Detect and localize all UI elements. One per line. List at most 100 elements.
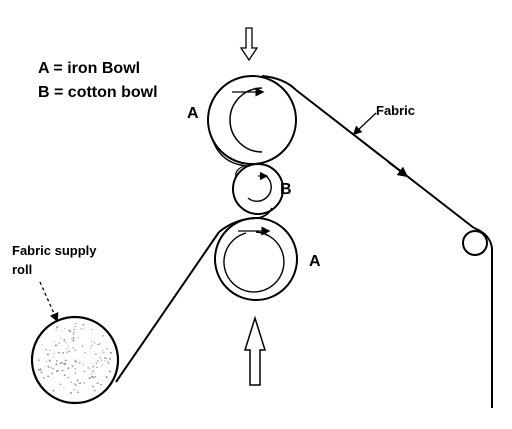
top-iron-bowl: [207, 75, 297, 167]
label-supply-roll-line1: Fabric supply: [12, 243, 97, 258]
speckle-dot: [92, 365, 94, 368]
speckle-dot: [95, 353, 97, 355]
speckle-dot: [69, 391, 72, 395]
speckle-dot: [104, 360, 106, 362]
speckle-dot: [62, 351, 65, 354]
speckle-dot: [61, 330, 63, 332]
speckle-dot: [48, 359, 51, 362]
speckle-dot: [53, 341, 55, 343]
fabric-direction-arrow: [387, 161, 409, 178]
speckle-dot: [67, 376, 70, 379]
speckle-dot: [75, 384, 77, 387]
bottom-iron-bowl: [214, 217, 298, 301]
speckle-dot: [90, 373, 93, 375]
middle-cotton-bowl: [232, 163, 284, 215]
speckle-dot: [82, 364, 85, 366]
speckle-dot: [93, 371, 95, 373]
speckle-dot: [68, 350, 70, 353]
speckle-dot: [78, 361, 81, 364]
speckle-dot: [55, 370, 58, 373]
speckle-dot: [91, 344, 93, 347]
speckle-dot: [41, 343, 43, 346]
speckle-dot: [72, 333, 75, 336]
speckle-dot: [64, 359, 67, 362]
speckle-dot: [92, 385, 95, 388]
legend-cotton-bowl: B = cotton bowl: [38, 84, 158, 101]
speckle-dot: [56, 326, 59, 329]
speckle-dot: [73, 328, 76, 331]
speckle-dot: [83, 381, 86, 384]
speckle-dot: [100, 383, 103, 386]
speckle-dot: [71, 364, 73, 367]
speckle-dot: [100, 359, 103, 361]
speckle-dot: [64, 341, 67, 343]
top-pressure-arrow: [239, 27, 259, 62]
speckle-dot: [93, 342, 96, 344]
speckle-dot: [64, 327, 66, 329]
fabric-supply-roll: [30, 315, 120, 405]
speckle-dot: [98, 343, 101, 345]
speckle-dot: [87, 367, 89, 369]
speckle-dot: [82, 345, 84, 347]
speckle-dot: [66, 351, 68, 353]
supply-roll-texture: [37, 322, 112, 395]
speckle-dot: [91, 328, 93, 331]
speckle-dot: [72, 331, 75, 334]
fabric-path: [115, 75, 493, 408]
speckle-dot: [59, 383, 62, 386]
speckle-dot: [40, 368, 42, 370]
speckle-dot: [47, 365, 50, 368]
label-fabric: Fabric: [376, 103, 415, 118]
speckle-dot: [74, 383, 76, 385]
guide-roller: [462, 230, 488, 256]
speckle-dot: [95, 362, 98, 365]
speckle-dot: [94, 375, 97, 378]
label-supply-roll-line2: roll: [12, 262, 32, 277]
speckle-dot: [91, 340, 93, 342]
speckle-dot: [77, 390, 79, 392]
speckle-dot: [73, 389, 75, 391]
speckle-dot: [55, 363, 58, 366]
speckle-dot: [101, 364, 104, 366]
speckle-dot: [92, 370, 94, 372]
speckle-dot: [61, 369, 64, 372]
speckle-dot: [109, 357, 111, 360]
speckle-dot: [46, 353, 50, 356]
speckle-dot: [100, 352, 102, 354]
speckle-dot: [102, 350, 104, 352]
speckle-dot: [45, 348, 47, 351]
speckle-dot: [84, 352, 86, 354]
speckle-dot: [84, 371, 86, 373]
speckle-dot: [80, 328, 82, 330]
speckle-dot: [97, 343, 99, 346]
speckle-dot: [70, 381, 72, 383]
fabric-leader-arrow: [352, 112, 377, 136]
speckle-dot: [72, 339, 75, 342]
speckle-dot: [55, 329, 57, 331]
speckle-dot: [93, 389, 96, 392]
speckle-dot: [75, 360, 77, 363]
speckle-dot: [63, 374, 66, 377]
speckle-dot: [71, 365, 74, 368]
speckle-dot: [50, 372, 53, 375]
speckle-dot: [107, 362, 110, 365]
speckle-dot: [67, 367, 70, 370]
speckle-dot: [72, 336, 75, 340]
speckle-dot: [109, 351, 112, 354]
speckle-dot: [39, 368, 42, 371]
speckle-dot: [77, 336, 79, 339]
speckle-dot: [96, 366, 98, 369]
speckle-dot: [58, 351, 60, 354]
speckle-dot: [37, 359, 40, 362]
speckle-dot: [83, 370, 85, 373]
speckle-dot: [103, 352, 105, 354]
speckle-dot: [77, 391, 80, 394]
speckle-dot: [55, 360, 58, 362]
speckle-dot: [74, 359, 76, 361]
speckle-dot: [96, 360, 99, 362]
speckle-dot: [49, 349, 52, 351]
legend-iron-bowl: A = iron Bowl: [38, 60, 140, 77]
speckle-dot: [63, 387, 65, 389]
speckle-dot: [59, 362, 62, 365]
